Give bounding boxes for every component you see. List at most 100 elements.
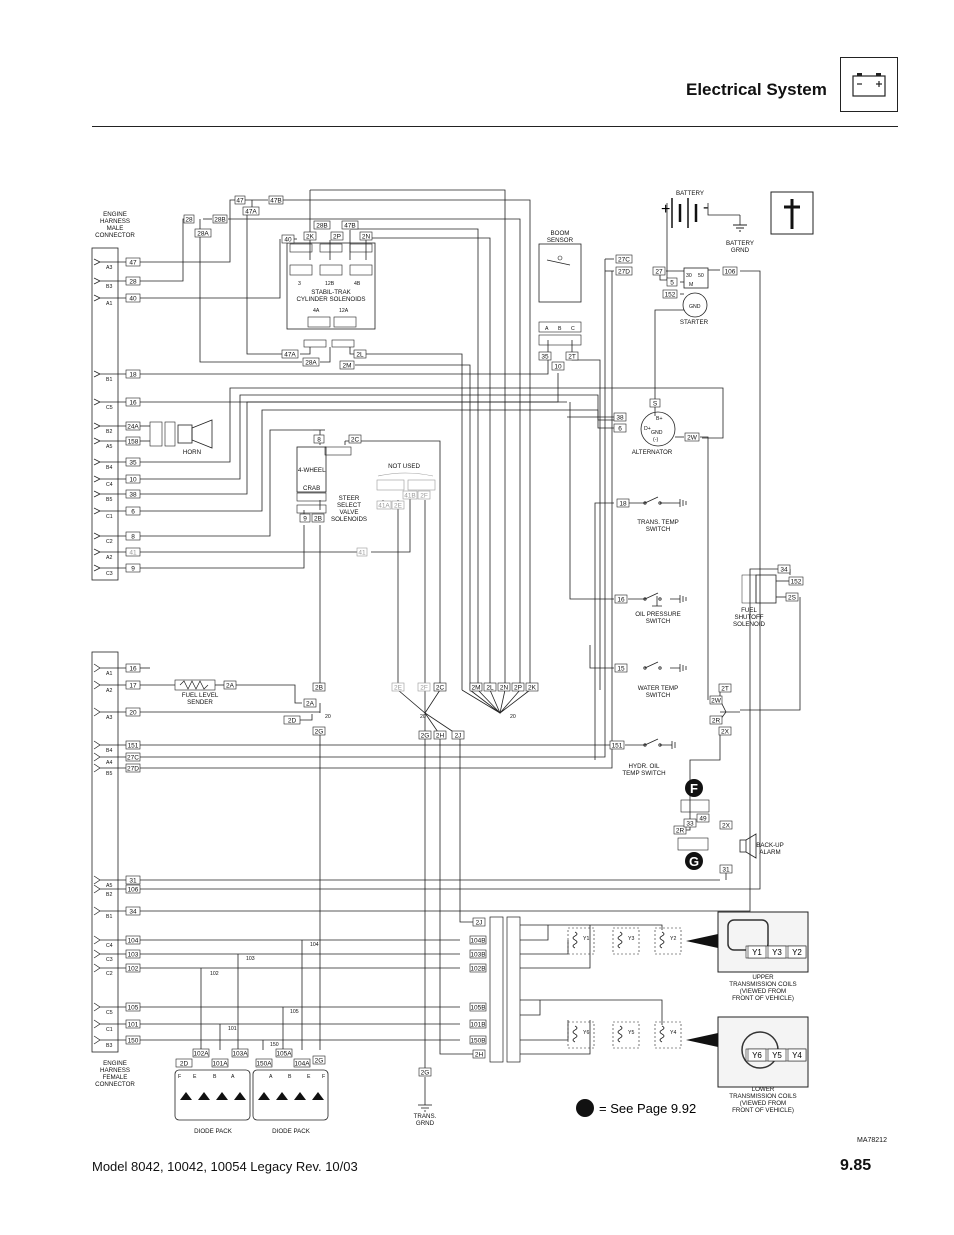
male-pin-wire: 158 [128, 438, 139, 445]
male-pin-label: B1 [106, 377, 112, 383]
female-pin-label: C4 [106, 943, 113, 949]
svg-text:2H: 2H [436, 732, 445, 739]
svg-text:B: B [288, 1074, 292, 1080]
svg-text:103: 103 [246, 956, 255, 962]
male-pin-label: A5 [106, 444, 112, 450]
stabil-trak-solenoids: 3 12B 4B 4A 12A [286, 242, 376, 348]
svg-text:2L: 2L [356, 351, 364, 358]
svg-text:41B: 41B [404, 492, 416, 499]
wires [140, 189, 801, 1105]
svg-text:9: 9 [303, 515, 307, 522]
svg-text:Y5: Y5 [628, 1030, 634, 1036]
svg-text:31: 31 [722, 866, 730, 873]
male-pin-c3: C39 [93, 563, 141, 577]
wire-tag: 104 [310, 942, 319, 948]
male-connector-label-3: MALE [107, 225, 124, 232]
fuel-shutoff-label-1: FUEL [741, 607, 757, 614]
wire-tag: 2G [418, 730, 432, 739]
male-pin-wire: 16 [129, 399, 137, 406]
diode-pack-right-label: DIODE PACK [272, 1128, 311, 1135]
trans-grnd-label-1: TRANS. [414, 1113, 437, 1120]
alternator-label: ALTERNATOR [632, 449, 673, 456]
female-pin-wire: 20 [129, 709, 137, 716]
svg-text:2G: 2G [315, 728, 324, 735]
svg-text:102B: 102B [470, 965, 485, 972]
svg-text:15: 15 [617, 665, 625, 672]
wire-tag: 102A [192, 1048, 210, 1057]
wire-tag: 31 [719, 864, 733, 873]
svg-text:Y4: Y4 [670, 1030, 676, 1036]
svg-text:2F: 2F [420, 684, 428, 691]
wire-tag: 2P [511, 682, 525, 691]
wire-tag: 47A [242, 206, 260, 215]
svg-text:F: F [690, 781, 698, 796]
wire-tag: 2C [433, 682, 447, 691]
svg-text:3: 3 [298, 281, 301, 287]
svg-text:10: 10 [554, 363, 562, 370]
female-pin-wire: 34 [129, 908, 137, 915]
wire-tag: 5 [666, 277, 678, 286]
svg-text:2P: 2P [333, 233, 341, 240]
lower-coils-label-3: (VIEWED FROM [740, 1100, 786, 1107]
wire-tag: 2A [223, 680, 237, 689]
wire-tag: 34 [777, 564, 791, 573]
svg-text:106: 106 [725, 268, 736, 275]
svg-text:47A: 47A [284, 351, 296, 358]
svg-text:2L: 2L [486, 684, 494, 691]
svg-text:2S: 2S [788, 594, 797, 601]
svg-text:28: 28 [185, 216, 193, 223]
svg-text:50: 50 [698, 273, 704, 279]
svg-text:34: 34 [780, 566, 788, 573]
hydr-temp-label-2: TEMP SWITCH [622, 770, 665, 777]
wire-tag: 2N [497, 682, 511, 691]
trans-temp-label-2: SWITCH [646, 526, 670, 533]
svg-text:2G: 2G [421, 732, 430, 739]
wire-tag: 2B [312, 682, 326, 691]
water-temp-switch [643, 661, 687, 672]
male-connector-body [91, 247, 119, 581]
svg-text:-: - [703, 199, 708, 216]
svg-text:2A: 2A [306, 700, 315, 707]
female-pin-wire: 17 [129, 682, 137, 689]
svg-text:40: 40 [284, 236, 292, 243]
hydr-temp-label-1: HYDR. OIL [629, 763, 661, 770]
coil-view-label: Y5 [772, 1051, 782, 1060]
boom-sensor-label-1: BOOM [551, 230, 570, 237]
female-connector-label-1: ENGINE [103, 1060, 127, 1067]
svg-text:2A: 2A [226, 682, 235, 689]
fuel-shutoff-label-3: SOLENOID [733, 621, 766, 628]
svg-text:8: 8 [317, 436, 321, 443]
wire-tag: 41A [376, 500, 392, 509]
wire-tag: 101B [469, 1019, 487, 1028]
female-pin-wire: 101 [128, 1021, 139, 1028]
wire-tag: 103 [246, 956, 255, 962]
trans-temp-label-1: TRANS. TEMP [637, 519, 679, 526]
wire-tag: 2L [483, 682, 497, 691]
svg-text:2T: 2T [568, 353, 576, 360]
male-pin-wire: 40 [129, 295, 137, 302]
svg-text:18: 18 [619, 500, 627, 507]
wire-tag: 28B [313, 220, 331, 229]
svg-text:12A: 12A [339, 308, 349, 314]
trans-temp-switch [643, 496, 687, 507]
male-pin-wire: 9 [131, 565, 135, 572]
lower-coils-label-1: LOWER [752, 1086, 775, 1093]
coil-y4: Y4 [654, 1021, 682, 1049]
coil-view-label: Y1 [752, 948, 762, 957]
svg-text:103B: 103B [470, 951, 485, 958]
upper-coils-label-3: (VIEWED FROM [740, 988, 786, 995]
wire-tag: 2H [433, 730, 447, 739]
